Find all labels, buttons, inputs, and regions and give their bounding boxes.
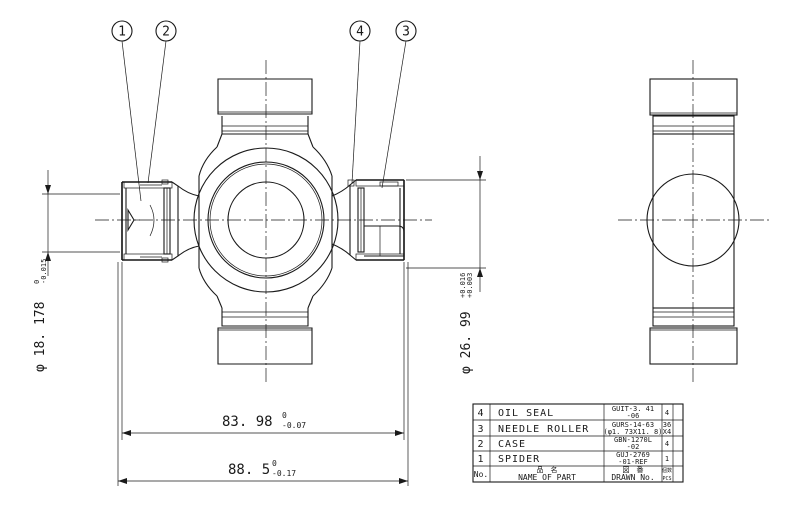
header-qty: PCS [662, 476, 671, 482]
balloon-1-label: 1 [118, 25, 126, 40]
dim-overall-outer-tol-lower: -0.17 [272, 469, 296, 478]
balloon-3-label: 3 [402, 25, 410, 40]
side-view [618, 60, 770, 385]
parts-row-2: 2 CASE GBN-1270L -02 4 [477, 436, 669, 451]
dim-overall-outer-value: 88. 5 [228, 462, 270, 478]
header-drawn: DRAWN No. [611, 473, 654, 482]
dim-overall-outer-tol-upper: 0 [272, 459, 277, 468]
leader-2 [147, 40, 167, 184]
balloon-2: 2 [147, 20, 177, 184]
dim-right-diameter-tol-lower: +0.003 [466, 273, 474, 298]
dimension-right-diameter: φ 26. 99 +0.016 +0.003 [406, 156, 486, 374]
header-no: No. [474, 470, 488, 479]
row-qty: 4 [665, 440, 669, 448]
dim-right-diameter-tol-upper: +0.016 [459, 273, 467, 298]
dim-overall-inner-value: 83. 98 [222, 414, 273, 430]
leader-4 [351, 40, 361, 184]
row-no: 1 [477, 454, 484, 465]
row-drawn-2: -01-REF [618, 458, 648, 466]
header-drawn-jp: 図 番 [623, 466, 644, 474]
row-name: OIL SEAL [498, 408, 554, 419]
parts-table-header: No. 品 名 NAME OF PART 図 番 DRAWN No. 個数 PC… [474, 465, 672, 482]
row-drawn: GBN-1270L [614, 436, 652, 444]
dim-right-diameter-value: φ 26. 99 [459, 311, 474, 374]
row-drawn-2: (φ1. 73X11. 8) [603, 428, 662, 436]
parts-table: 4 OIL SEAL GUIT-3. 41 -06 4 3 NEEDLE ROL… [472, 403, 684, 483]
dim-overall-inner-tol-upper: 0 [282, 411, 287, 420]
leader-1 [121, 40, 142, 202]
row-drawn: GURS-14-63 [612, 421, 654, 429]
row-drawn-2: -06 [627, 412, 640, 420]
parts-row-1: 1 SPIDER GUJ-2769 -01-REF 1 [477, 451, 669, 466]
dimension-overall-inner: 83. 98 0 -0.07 [121, 262, 405, 440]
dim-left-diameter-tol-lower: -0.015 [40, 259, 48, 284]
row-name: SPIDER [498, 454, 540, 465]
leader-3 [381, 40, 407, 189]
row-drawn-2: -02 [627, 443, 640, 451]
balloon-4: 4 [349, 20, 371, 184]
row-drawn: GUIT-3. 41 [612, 405, 654, 413]
balloon-3: 3 [381, 20, 417, 189]
row-no: 3 [477, 424, 484, 435]
row-no: 2 [477, 439, 484, 450]
dim-left-diameter-tol-upper: 0 [33, 280, 41, 284]
dim-left-diameter-value: φ 18. 178 [33, 302, 48, 372]
header-qty-jp: 個数 [662, 467, 672, 474]
row-no: 4 [477, 408, 484, 419]
dimension-left-diameter: φ 18. 178 0 -0.015 [33, 170, 120, 372]
row-name: NEEDLE ROLLER [498, 424, 589, 435]
balloon-4-label: 4 [356, 25, 364, 40]
dimension-overall-outer: 88. 5 0 -0.17 [117, 262, 409, 486]
balloon-1: 1 [111, 20, 142, 202]
row-qty: 1 [665, 455, 669, 463]
row-qty: 36 [663, 421, 671, 429]
balloon-2-label: 2 [162, 25, 170, 40]
row-qty: 4 [665, 409, 669, 417]
dim-overall-inner-tol-lower: -0.07 [282, 421, 306, 430]
row-qty-2: X4 [663, 428, 671, 436]
parts-row-4: 4 OIL SEAL GUIT-3. 41 -06 4 [477, 405, 669, 420]
header-name: NAME OF PART [518, 473, 576, 482]
row-name: CASE [498, 439, 526, 450]
front-view [95, 60, 432, 385]
parts-row-3: 3 NEEDLE ROLLER GURS-14-63 (φ1. 73X11. 8… [477, 421, 671, 436]
header-name-jp: 品 名 [537, 465, 558, 474]
row-drawn: GUJ-2769 [616, 451, 650, 459]
